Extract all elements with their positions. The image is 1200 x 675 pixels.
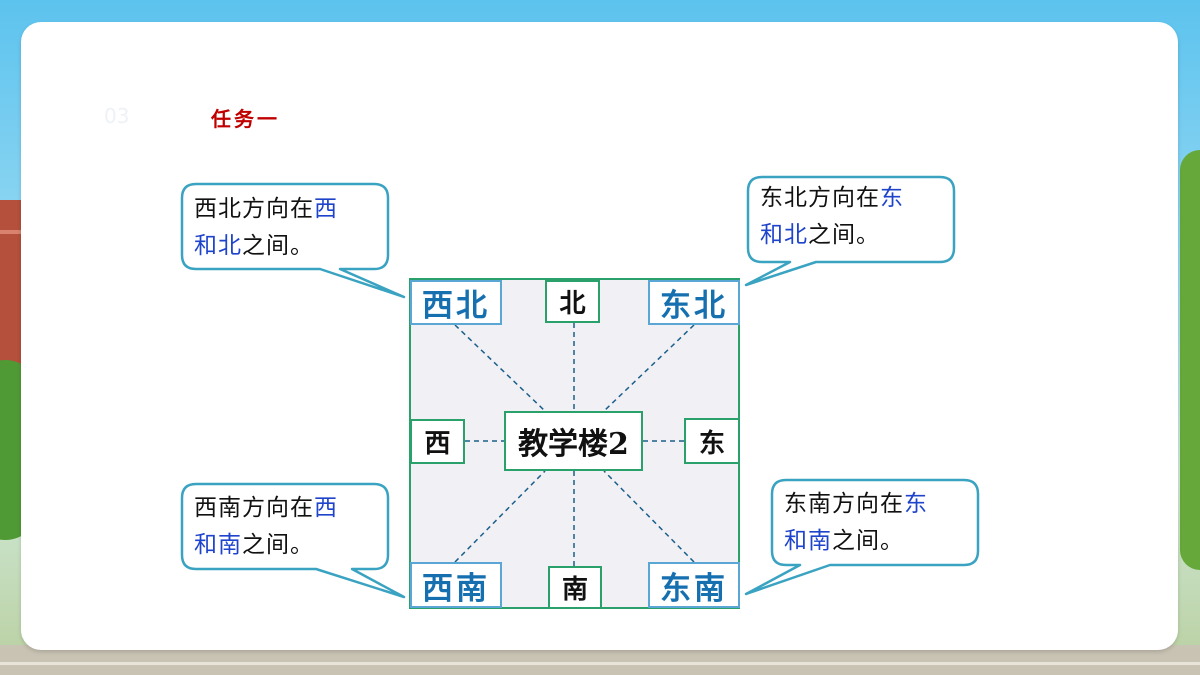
background-building <box>0 200 22 400</box>
task-title: 任务一 <box>211 107 280 131</box>
direction-north: 北 <box>545 280 600 323</box>
bubble-northeast-text: 东北方向在东和北之间。 <box>760 185 904 248</box>
line-southeast <box>603 470 695 563</box>
line-southwest <box>454 470 546 563</box>
background-tree-right <box>1180 150 1200 570</box>
direction-northwest: 西北 <box>410 280 502 325</box>
bubble-northwest-text: 西北方向在西和北之间。 <box>194 196 338 259</box>
direction-east: 东 <box>684 418 740 464</box>
bubble-southwest-shape <box>180 482 406 599</box>
bubble-southeast-shape <box>744 478 980 596</box>
background-track-line <box>0 662 1200 665</box>
direction-northeast: 东北 <box>648 280 740 325</box>
line-northeast <box>603 324 695 412</box>
bubble-northwest-shape <box>180 182 406 299</box>
bubble-northeast-shape <box>744 175 956 287</box>
bubble-southwest-text: 西南方向在西和南之间。 <box>194 495 338 558</box>
background-building-stripe <box>0 230 22 234</box>
background-ground <box>0 645 1200 675</box>
line-northwest <box>454 324 546 412</box>
bubble-southeast-text: 东南方向在东和南之间。 <box>784 491 928 554</box>
center-building-label: 教学楼2 <box>504 411 643 471</box>
direction-south: 南 <box>548 566 602 609</box>
direction-southeast: 东南 <box>648 562 740 608</box>
direction-southwest: 西南 <box>410 562 502 608</box>
direction-west: 西 <box>410 419 465 464</box>
slide-number: 03 <box>104 104 130 128</box>
